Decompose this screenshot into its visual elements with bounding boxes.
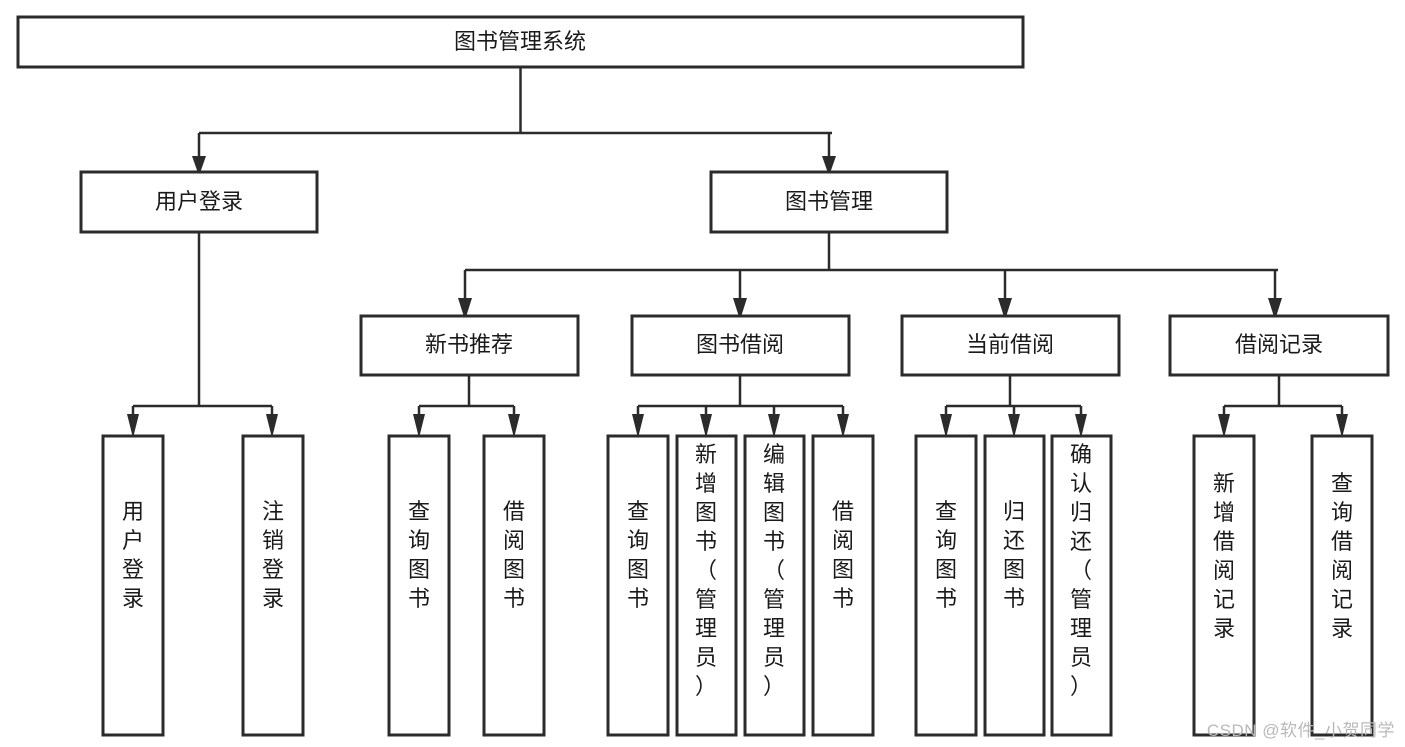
arrowhead-leaf-add-borrow-record	[1218, 414, 1230, 438]
current-borrow-label: 当前借阅	[966, 332, 1054, 357]
root-box[interactable]	[16, 15, 1025, 69]
arrowhead-book-management	[822, 156, 836, 176]
leaf-query-book-current-box[interactable]	[914, 434, 978, 737]
arrowhead-leaf-query-book-recommend	[413, 414, 425, 438]
leaf-query-book-recommend-box[interactable]	[387, 434, 451, 737]
node-leaf-query-book-recommend[interactable]: 查询图书	[387, 434, 451, 737]
arrowhead-book-borrow	[733, 298, 747, 320]
node-user-login[interactable]: 用户登录	[79, 170, 319, 234]
user-login-box[interactable]	[79, 170, 319, 234]
node-leaf-confirm-return-admin[interactable]: 确认归还（管理员）	[1050, 434, 1113, 737]
connector-layer	[127, 67, 1348, 438]
arrowhead-leaf-borrow-book-recommend	[508, 414, 520, 438]
arrowhead-leaf-borrow-book	[837, 414, 849, 438]
node-root[interactable]: 图书管理系统	[16, 15, 1025, 69]
leaf-query-book-borrow-box[interactable]	[606, 434, 670, 737]
book-management-label: 图书管理	[785, 189, 873, 214]
node-leaf-user-login[interactable]: 用户登录	[101, 434, 165, 737]
leaf-nodes-layer: 用户登录 注销登录 查询图书 借阅图书 查询图书 新增图书（管理员） 编辑图书（…	[101, 434, 1374, 737]
leaf-borrow-book-label: 借阅图书	[832, 499, 854, 611]
node-leaf-add-borrow-record[interactable]: 新增借阅记录	[1192, 434, 1256, 737]
leaf-logout-login-label: 注销登录	[262, 499, 284, 611]
arrowhead-leaf-return-book	[1008, 414, 1020, 438]
node-leaf-query-book-current[interactable]: 查询图书	[914, 434, 978, 737]
leaf-return-book-label: 归还图书	[1003, 499, 1025, 611]
arrowhead-borrow-record	[1268, 298, 1282, 320]
leaf-query-book-recommend-label: 查询图书	[408, 499, 430, 611]
borrow-record-box[interactable]	[1168, 314, 1390, 377]
leaf-return-book-box[interactable]	[983, 434, 1046, 737]
arrowhead-leaf-query-book-current	[940, 414, 952, 438]
leaf-query-borrow-record-label: 查询借阅记录	[1331, 471, 1353, 641]
leaf-logout-login-box[interactable]	[241, 434, 305, 737]
leaf-confirm-return-admin-box[interactable]	[1050, 434, 1113, 737]
leaf-confirm-return-admin-label: 确认归还（管理员）	[1070, 442, 1092, 699]
arrowhead-new-book-recommend	[458, 298, 472, 320]
node-leaf-query-borrow-record[interactable]: 查询借阅记录	[1310, 434, 1374, 737]
node-book-borrow[interactable]: 图书借阅	[630, 314, 851, 377]
node-borrow-record[interactable]: 借阅记录	[1168, 314, 1390, 377]
leaf-query-book-current-label: 查询图书	[935, 499, 957, 611]
arrowhead-user-login	[192, 156, 206, 176]
new-book-recommend-label: 新书推荐	[425, 332, 513, 357]
arrowhead-leaf-confirm-return-admin	[1075, 414, 1087, 438]
arrowhead-leaf-add-book-admin	[700, 414, 712, 438]
node-leaf-edit-book-admin[interactable]: 编辑图书（管理员）	[743, 434, 806, 737]
current-borrow-box[interactable]	[900, 314, 1121, 377]
leaf-add-book-admin-box[interactable]	[675, 434, 738, 737]
node-current-borrow[interactable]: 当前借阅	[900, 314, 1121, 377]
node-leaf-add-book-admin[interactable]: 新增图书（管理员）	[675, 434, 738, 737]
leaf-user-login-label: 用户登录	[122, 499, 144, 611]
borrow-record-label: 借阅记录	[1235, 332, 1323, 357]
arrowhead-leaf-query-book-borrow	[632, 414, 644, 438]
node-leaf-return-book[interactable]: 归还图书	[983, 434, 1046, 737]
arrowhead-leaf-query-borrow-record	[1336, 414, 1348, 438]
arrowhead-leaf-logout-login	[266, 414, 278, 438]
leaf-edit-book-admin-box[interactable]	[743, 434, 806, 737]
book-management-box[interactable]	[709, 170, 949, 234]
node-leaf-borrow-book-recommend[interactable]: 借阅图书	[482, 434, 546, 737]
leaf-borrow-book-recommend-label: 借阅图书	[503, 499, 525, 611]
arrowhead-leaf-edit-book-admin	[768, 414, 780, 438]
leaf-borrow-book-recommend-box[interactable]	[482, 434, 546, 737]
new-book-recommend-box[interactable]	[359, 314, 580, 377]
leaf-query-book-borrow-label: 查询图书	[627, 499, 649, 611]
book-borrow-label: 图书借阅	[696, 332, 784, 357]
leaf-add-borrow-record-box[interactable]	[1192, 434, 1256, 737]
leaf-edit-book-admin-label: 编辑图书（管理员）	[763, 442, 785, 699]
leaf-query-borrow-record-box[interactable]	[1310, 434, 1374, 737]
node-leaf-query-book-borrow[interactable]: 查询图书	[606, 434, 670, 737]
book-borrow-box[interactable]	[630, 314, 851, 377]
node-leaf-logout-login[interactable]: 注销登录	[241, 434, 305, 737]
node-new-book-recommend[interactable]: 新书推荐	[359, 314, 580, 377]
arrowhead-leaf-user-login	[127, 414, 139, 438]
leaf-add-book-admin-label: 新增图书（管理员）	[695, 442, 717, 699]
user-login-label: 用户登录	[155, 189, 243, 214]
leaf-add-borrow-record-label: 新增借阅记录	[1213, 471, 1235, 641]
node-leaf-borrow-book[interactable]: 借阅图书	[811, 434, 875, 737]
root-label: 图书管理系统	[454, 29, 586, 54]
leaf-user-login-box[interactable]	[101, 434, 165, 737]
arrowhead-current-borrow	[998, 298, 1012, 320]
leaf-borrow-book-box[interactable]	[811, 434, 875, 737]
node-book-management[interactable]: 图书管理	[709, 170, 949, 234]
